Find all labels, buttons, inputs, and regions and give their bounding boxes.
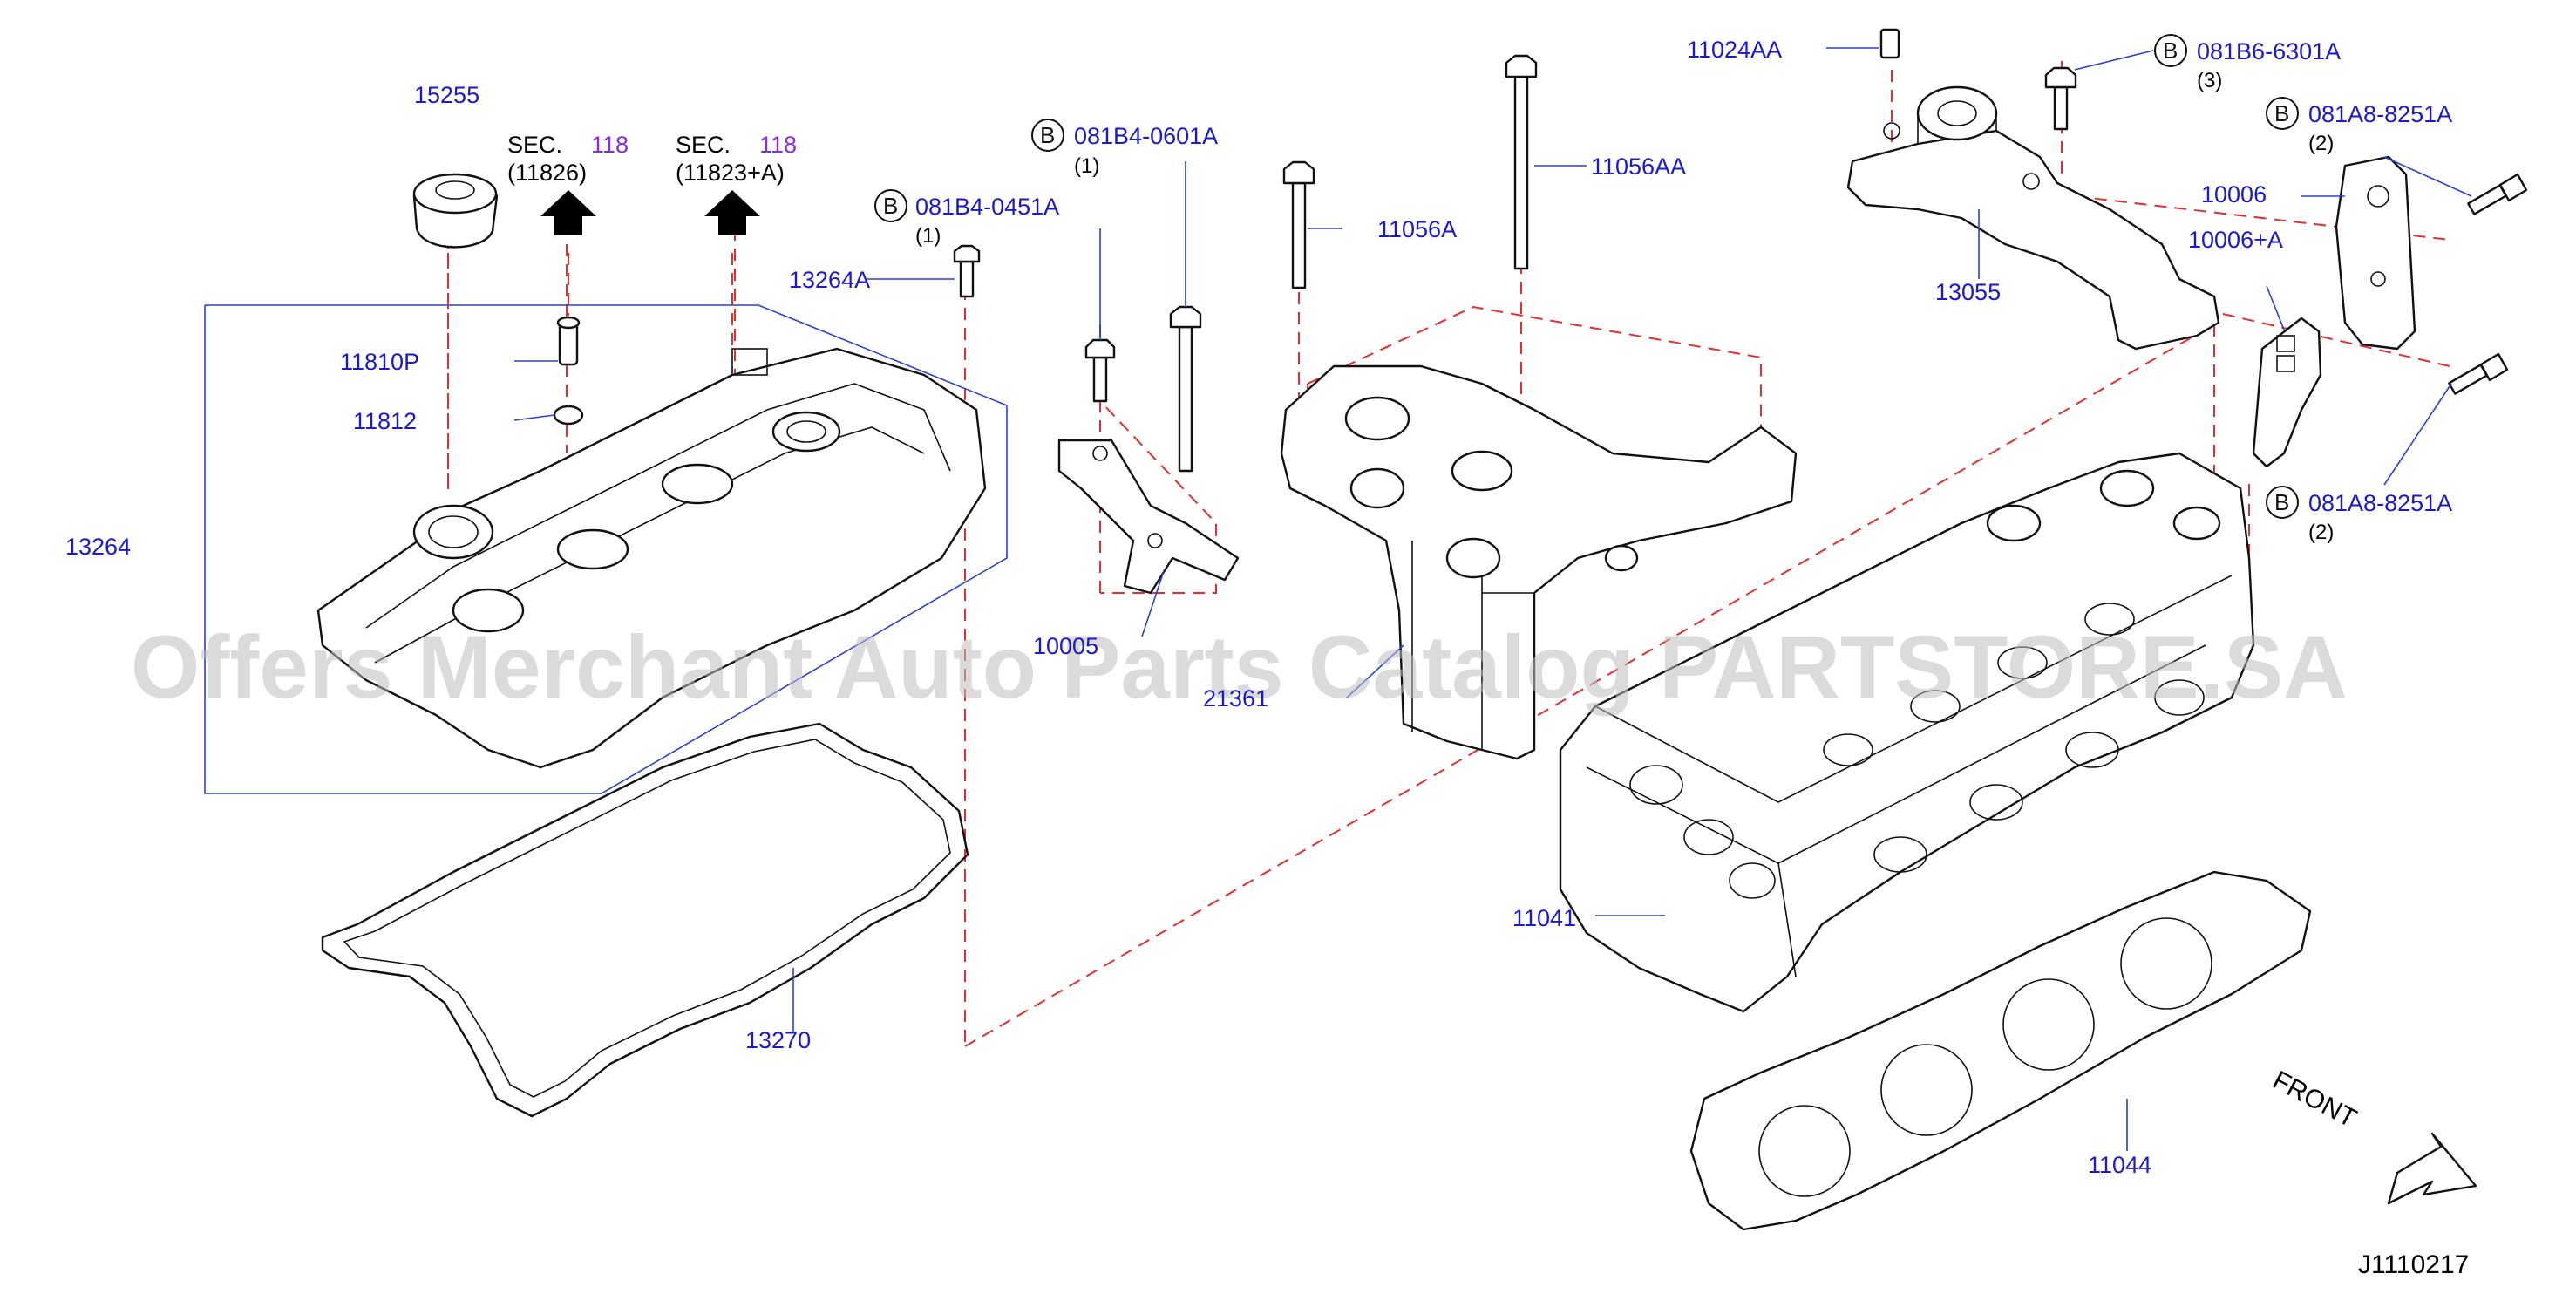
label-13264A[interactable]: 13264A (789, 267, 870, 293)
bolt-11056AA[interactable] (1505, 54, 1538, 270)
bolt-callout-081B4-0601A[interactable]: B 081B4-0601A (1) (1031, 119, 1218, 178)
bracket-10006a[interactable] (2252, 317, 2322, 468)
bracket-10006[interactable] (2335, 155, 2416, 351)
label-11041[interactable]: 11041 (1512, 905, 1576, 931)
sec-ref-right[interactable]: SEC. 118 (11823+A) (676, 132, 797, 186)
label-21361[interactable]: 21361 (1203, 685, 1268, 712)
bolt-callout-081A8-8251A-upper[interactable]: B 081A8-8251A (2) (2266, 97, 2452, 155)
sec-ref-left[interactable]: SEC. 118 (11826) (507, 132, 629, 186)
bolt-qty: (2) (2308, 521, 2334, 544)
bolt-081A8-8251A-upper[interactable] (2467, 173, 2528, 215)
bolt-badge: B (2163, 37, 2178, 64)
bolt-badge: B (2274, 489, 2289, 515)
sec-sub: (11826) (507, 160, 587, 186)
label-11812[interactable]: 11812 (353, 408, 417, 434)
front-arrow (2387, 1132, 2477, 1205)
label-10005[interactable]: 10005 (1033, 633, 1098, 659)
bolt-qty: (1) (1074, 154, 1099, 178)
diagram-id: J1110217 (2358, 1250, 2469, 1279)
sec-prefix: SEC. (507, 132, 562, 158)
sec-number[interactable]: 118 (759, 132, 797, 158)
label-11056A[interactable]: 11056A (1377, 216, 1457, 242)
label-11056AA[interactable]: 11056AA (1591, 153, 1686, 180)
label-13270[interactable]: 13270 (745, 1027, 811, 1053)
bolt-badge: B (2274, 100, 2289, 126)
bolt-callout-081A8-8251A-lower[interactable]: B 081A8-8251A (2) (2266, 486, 2452, 544)
bolt-badge: B (1040, 122, 1055, 148)
bolt-code[interactable]: 081A8-8251A (2308, 490, 2452, 516)
bolt-callout-081B6-6301A[interactable]: B 081B6-6301A (3) (2154, 34, 2341, 92)
bolt-code[interactable]: 081B4-0601A (1074, 123, 1218, 149)
cylinder-head[interactable] (1559, 452, 2255, 1013)
bolt-qty: (2) (2308, 132, 2334, 155)
watermark: Offers Merchant Auto Parts Catalog PARTS… (131, 617, 2348, 717)
valve-cover[interactable] (316, 347, 987, 769)
bracket-10005[interactable] (1057, 439, 1240, 595)
bolt-callout-081B4-0451A[interactable]: B 081B4-0451A (1) (874, 189, 1059, 248)
leader-lines (513, 47, 2472, 1151)
bolt-13264A[interactable] (953, 244, 981, 298)
bolt-qty: (1) (915, 224, 941, 248)
bracket-13055[interactable] (1846, 85, 2220, 351)
bolt-qty: (3) (2197, 69, 2222, 92)
oil-filler-cap[interactable] (412, 173, 499, 249)
bolt-081B4-0601A[interactable] (1169, 305, 1202, 473)
pcv-valve[interactable] (556, 316, 581, 366)
label-13055[interactable]: 13055 (1935, 279, 2001, 305)
label-10006a[interactable]: 10006+A (2188, 227, 2283, 253)
bolt-081B6-6301A[interactable] (2044, 66, 2077, 131)
label-11024AA[interactable]: 11024AA (1687, 37, 1782, 63)
rocker-cover-gasket[interactable] (321, 722, 969, 1118)
pcv-grommet[interactable] (553, 405, 584, 426)
bolt-code[interactable]: 081A8-8251A (2308, 101, 2452, 127)
valve-cover-group (204, 304, 1008, 794)
dowel-pin[interactable] (1879, 28, 1900, 59)
label-11810P[interactable]: 11810P (340, 349, 419, 375)
label-10006[interactable]: 10006 (2201, 181, 2267, 208)
sec-arrow-right (704, 190, 760, 235)
label-11044[interactable]: 11044 (2088, 1152, 2151, 1178)
label-13264[interactable]: 13264 (65, 534, 131, 560)
bolt-badge: B (883, 193, 898, 219)
camshaft-bracket[interactable] (1280, 364, 1798, 760)
bolt-081A8-8251A-lower[interactable] (2448, 352, 2509, 395)
sec-arrow-left (540, 190, 596, 235)
sec-sub: (11823+A) (676, 160, 785, 186)
head-gasket[interactable] (1689, 870, 2312, 1231)
sec-number[interactable]: 118 (591, 132, 629, 158)
label-15255[interactable]: 15255 (414, 82, 479, 108)
sec-prefix: SEC. (676, 132, 731, 158)
bolt-11056A[interactable] (1282, 160, 1315, 289)
bolt-081B4-0451A[interactable] (1084, 338, 1116, 403)
bolt-code[interactable]: 081B4-0451A (915, 194, 1059, 220)
front-label: FRONT (2268, 1066, 2362, 1134)
bolt-code[interactable]: 081B6-6301A (2197, 38, 2341, 65)
